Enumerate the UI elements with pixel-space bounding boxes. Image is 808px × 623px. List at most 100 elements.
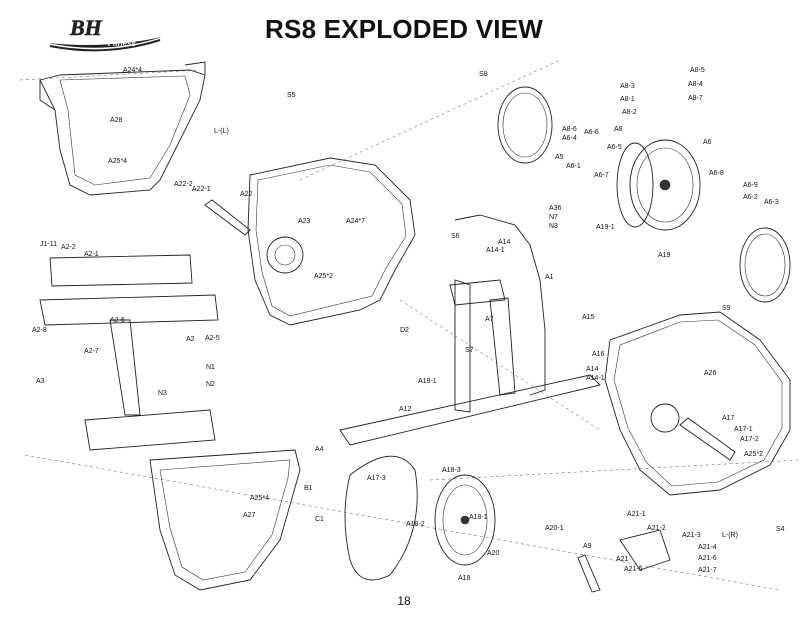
- part-label: A20: [487, 550, 500, 557]
- main-frame-a1: [339, 214, 601, 446]
- part-label: A14-1: [586, 375, 605, 382]
- part-label: A18: [458, 575, 471, 582]
- part-label: A19-1: [596, 224, 615, 231]
- part-label: A2-1: [84, 251, 99, 258]
- part-label: A8-1: [620, 96, 635, 103]
- part-label: A12: [399, 406, 412, 413]
- rear-cover-a28: [39, 61, 206, 196]
- part-label: B1: [304, 485, 313, 492]
- flywheel-cover-s9: [739, 227, 791, 303]
- bh-fitness-logo: BH Fitness: [48, 15, 162, 52]
- part-label: A17-1: [734, 426, 753, 433]
- part-label: A16: [592, 351, 605, 358]
- part-label: A36: [549, 205, 562, 212]
- part-label: A2-5: [205, 335, 220, 342]
- part-label: A14: [586, 366, 599, 373]
- part-label: A7: [485, 316, 494, 323]
- crank-right-a17: [679, 417, 736, 461]
- logo-subtext: Fitness: [108, 39, 137, 48]
- part-label: A27: [243, 512, 256, 519]
- part-label: A6-7: [594, 172, 609, 179]
- part-label: A8-2: [622, 109, 637, 116]
- page-title: RS8 EXPLODED VIEW: [265, 14, 543, 44]
- part-label: L-(R): [722, 532, 738, 539]
- part-label: A17: [722, 415, 735, 422]
- part-label: A17-3: [367, 475, 386, 482]
- part-label: A18-2: [406, 521, 425, 528]
- part-label: A8-4: [688, 81, 703, 88]
- part-label: A18-1: [469, 514, 488, 521]
- part-label: A25*4: [108, 158, 127, 165]
- part-label: A14: [498, 239, 511, 246]
- part-label: A19-1: [418, 378, 437, 385]
- part-label: S8: [479, 71, 488, 78]
- part-label: A3: [36, 378, 45, 385]
- part-label: A21-1: [627, 511, 646, 518]
- part-label: S5: [287, 92, 296, 99]
- rear-cover-a27: [149, 449, 301, 591]
- part-label: A4: [315, 446, 324, 453]
- part-label: S9: [722, 305, 731, 312]
- part-label: A8-5: [690, 67, 705, 74]
- part-label: A5: [555, 154, 564, 161]
- right-cover-a26: [604, 311, 791, 496]
- part-label: A6-2: [743, 194, 758, 201]
- part-label: A6-6: [584, 129, 599, 136]
- part-label: A28: [110, 117, 123, 124]
- part-label: A2: [186, 336, 195, 343]
- spring-a9: [577, 554, 601, 593]
- part-label: A21-2: [647, 525, 666, 532]
- part-label: A23: [298, 218, 311, 225]
- part-label: A8: [614, 126, 623, 133]
- part-label: A21-6: [698, 555, 717, 562]
- bracket-a21: [619, 529, 671, 571]
- part-label: A6-8: [709, 170, 724, 177]
- part-label: N3: [549, 223, 558, 230]
- part-label: A1: [545, 274, 554, 281]
- part-label: A21-7: [698, 567, 717, 574]
- part-label: A22-2: [174, 181, 193, 188]
- belt-a17-3: [344, 455, 418, 581]
- part-label: A22-1: [192, 186, 211, 193]
- part-label: A25*4: [250, 495, 269, 502]
- part-label: A21: [616, 556, 629, 563]
- part-label: A25*2: [744, 451, 763, 458]
- part-label: A21-3: [682, 532, 701, 539]
- part-label: A2-7: [84, 348, 99, 355]
- part-label: A6-5: [607, 144, 622, 151]
- part-label: A2-2: [61, 244, 76, 251]
- part-label: C1: [315, 516, 324, 523]
- part-label: S7: [465, 347, 474, 354]
- part-label: A8-7: [688, 95, 703, 102]
- part-label: A17-2: [740, 436, 759, 443]
- crank-left-a22: [204, 199, 251, 236]
- part-label: A22: [240, 191, 253, 198]
- part-label: A6-3: [764, 199, 779, 206]
- part-label: A15: [582, 314, 595, 321]
- part-label: N1: [206, 364, 215, 371]
- part-label: A6: [703, 139, 712, 146]
- part-label: S4: [776, 526, 785, 533]
- part-label: A21-4: [698, 544, 717, 551]
- part-label: A8-3: [620, 83, 635, 90]
- part-label: D2: [400, 327, 409, 334]
- part-label: A6-1: [566, 163, 581, 170]
- part-label: L-(L): [214, 128, 229, 135]
- part-label: A2-8: [32, 327, 47, 334]
- part-label: A2-6: [110, 317, 125, 324]
- part-label: A6-9: [743, 182, 758, 189]
- part-label: A18-3: [442, 467, 461, 474]
- part-label: N3: [158, 390, 167, 397]
- front-stabilizer-a2: [39, 254, 219, 451]
- part-label: A21-5: [624, 566, 643, 573]
- part-label: N7: [549, 214, 558, 221]
- part-label: A14-1: [486, 247, 505, 254]
- flywheel-cover-s8: [497, 86, 553, 164]
- page-number: 18: [397, 594, 411, 608]
- flywheel-a6: [616, 139, 701, 231]
- part-label: A9: [583, 543, 592, 550]
- left-cover-a23: [247, 157, 416, 326]
- part-label: A24*4: [123, 67, 142, 74]
